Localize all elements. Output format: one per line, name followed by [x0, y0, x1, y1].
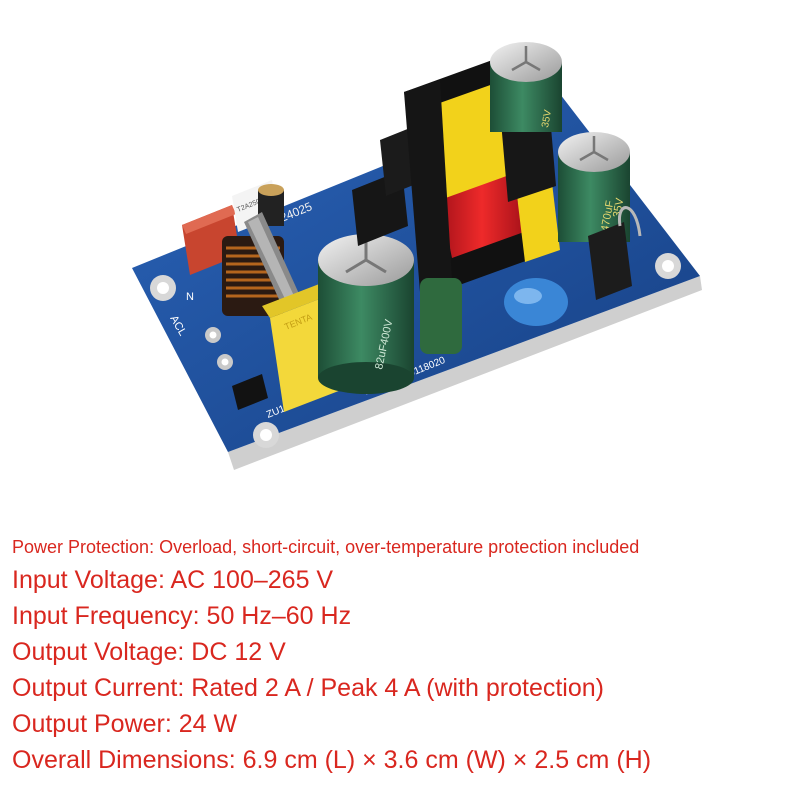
- svg-text:35V: 35V: [611, 197, 626, 219]
- label-plus: +: [654, 209, 663, 226]
- input-voltage-line: Input Voltage: AC 100–265 V: [12, 566, 334, 594]
- mounting-holes: [150, 253, 681, 448]
- output-current-line: Output Current: Rated 2 A / Peak 4 A (wi…: [12, 674, 604, 702]
- optocoupler-chip: [232, 374, 268, 410]
- output-diode: [588, 206, 642, 300]
- protection-line: Power Protection: Overload, short-circui…: [12, 537, 640, 557]
- output-voltage-line: Output Voltage: DC 12 V: [12, 638, 286, 666]
- spec-list: Power Protection: Overload, short-circui…: [12, 532, 792, 778]
- output-power-line: Output Power: 24 W: [12, 710, 238, 738]
- svg-text:470uF: 470uF: [599, 199, 616, 232]
- pcb-edge: [228, 276, 702, 470]
- output-capacitor-1: 35V: [490, 42, 562, 132]
- y-capacitor: [504, 278, 568, 326]
- film-capacitor: [420, 278, 462, 354]
- dimensions-line: Overall Dimensions: 6.9 cm (L) × 3.6 cm …: [12, 746, 652, 774]
- power-module-photo: ACL N + ZU1 SN-240IA00118020 24025 T2A25…: [132, 42, 702, 470]
- label-n: N: [186, 291, 194, 303]
- main-capacitor: 82uF400V: [318, 234, 414, 394]
- choke-inductor: [222, 212, 300, 316]
- input-frequency-line: Input Frequency: 50 Hz–60 Hz: [12, 602, 352, 630]
- output-capacitor-2: 470uF 35V: [558, 132, 630, 242]
- svg-text:35V: 35V: [540, 109, 554, 129]
